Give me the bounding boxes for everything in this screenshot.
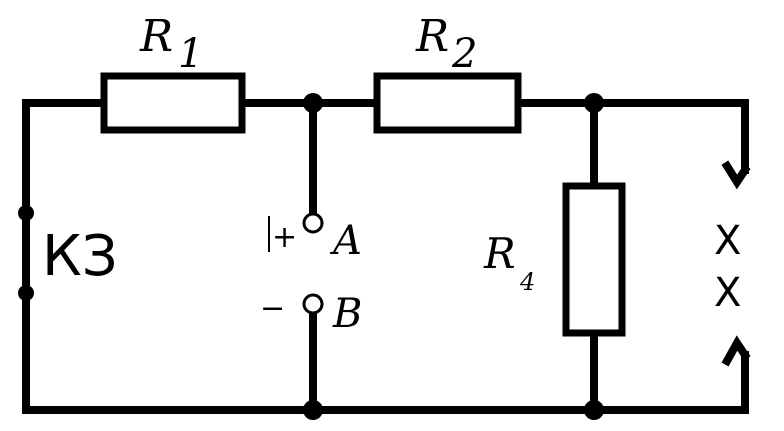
node-short-bottom — [18, 285, 34, 301]
minus-sign: − — [260, 291, 285, 326]
node-bottom-right — [584, 400, 604, 420]
r1-subscript: 1 — [178, 31, 203, 77]
node-bottom-mid — [303, 400, 323, 420]
break-mark-bottom: X — [714, 270, 741, 316]
terminal-a-label: A — [329, 218, 362, 264]
resistor-r1 — [100, 72, 246, 134]
resistor-r4 — [562, 182, 626, 337]
node-short-top — [18, 205, 34, 221]
r1-label: R — [139, 11, 173, 62]
r4-label: R — [483, 229, 516, 278]
node-top-mid — [303, 93, 323, 113]
terminal-b — [302, 293, 324, 315]
break-hook-top — [721, 160, 751, 190]
resistor-r2 — [373, 72, 522, 134]
r2-label: R — [415, 11, 449, 62]
r2-subscript: 2 — [451, 31, 477, 77]
short-circuit-label: КЗ — [42, 224, 118, 289]
plus-sign: + — [272, 220, 297, 255]
break-hook-bottom — [721, 335, 751, 367]
break-mark-top: X — [714, 218, 741, 264]
r4-subscript: 4 — [519, 268, 535, 296]
node-top-right — [584, 93, 604, 113]
terminal-a — [302, 212, 324, 234]
terminal-b-label: B — [332, 291, 362, 337]
